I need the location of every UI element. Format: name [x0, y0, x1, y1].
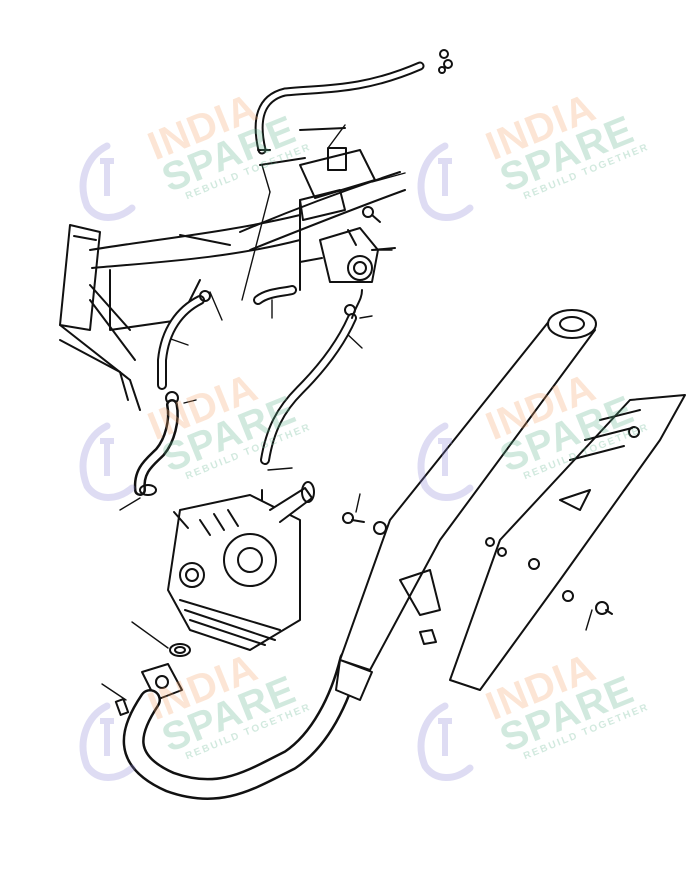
frame	[59, 171, 406, 411]
wrench-logo-icon	[79, 142, 136, 221]
leader-lines	[101, 124, 593, 701]
exhaust-pipe	[122, 649, 361, 800]
exhaust-gasket	[169, 643, 191, 657]
breather-hose-upper	[254, 61, 425, 155]
carburetor	[299, 227, 396, 283]
wrench-logo-icon	[79, 422, 136, 501]
heat-shield-bolt	[595, 601, 613, 615]
engine	[167, 481, 315, 651]
breather-hose	[133, 399, 179, 496]
fuel-hose-upper	[157, 285, 297, 390]
silencer-bolt	[342, 512, 365, 524]
wrench-logo-icon	[79, 702, 136, 781]
wrench-logo-icon	[417, 422, 474, 501]
watermark: INDIA SPARE REBUILD TOGETHER	[72, 645, 332, 800]
flange-bolt	[114, 698, 130, 716]
silencer	[335, 309, 597, 701]
silencer-nut	[419, 629, 437, 645]
watermark: INDIA SPARE REBUILD TOGETHER	[72, 85, 332, 240]
watermark: INDIA SPARE REBUILD TOGETHER	[410, 645, 670, 800]
watermark: INDIA SPARE REBUILD TOGETHER	[72, 365, 332, 520]
heat-shield-washer	[562, 590, 574, 602]
watermark: INDIA SPARE REBUILD TOGETHER	[410, 85, 670, 240]
bolt-top	[362, 206, 381, 223]
fuel-hose-lower	[260, 289, 363, 465]
heat-shield	[449, 394, 686, 691]
hose-end-clip-icon	[438, 49, 453, 74]
wrench-logo-icon	[417, 702, 474, 781]
wrench-logo-icon	[417, 142, 474, 221]
fuel-tank-bracket	[259, 127, 376, 221]
watermark: INDIA SPARE REBUILD TOGETHER	[410, 365, 670, 520]
